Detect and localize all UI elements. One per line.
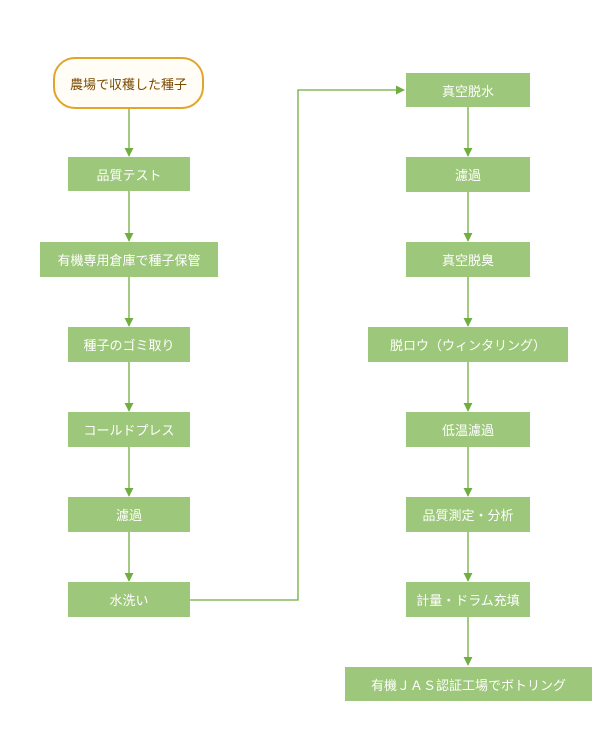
node-cold-press: コールドプレス: [68, 412, 190, 447]
node-quality-analysis: 品質測定・分析: [406, 497, 530, 532]
node-water-wash: 水洗い: [68, 582, 190, 617]
node-vacuum-deodorization: 真空脱臭: [406, 242, 530, 277]
node-organic-bottling: 有機ＪＡＳ認証工場でボトリング: [345, 667, 592, 701]
node-quality-test: 品質テスト: [68, 157, 190, 191]
node-filtration-2: 濾過: [406, 157, 530, 192]
node-seed-storage: 有機専用倉庫で種子保管: [40, 242, 218, 277]
start-node: 農場で収穫した種子: [53, 57, 204, 109]
node-vacuum-dehydration: 真空脱水: [406, 73, 530, 107]
node-low-temp-filtration: 低温濾過: [406, 412, 530, 447]
node-weighing-drum-filling: 計量・ドラム充填: [406, 582, 530, 617]
arrow-n6-n7: [190, 85, 405, 601]
node-winterization: 脱ロウ（ウィンタリング）: [368, 327, 568, 362]
node-filtration-1: 濾過: [68, 497, 190, 532]
node-seed-cleaning: 種子のゴミ取り: [68, 327, 190, 362]
